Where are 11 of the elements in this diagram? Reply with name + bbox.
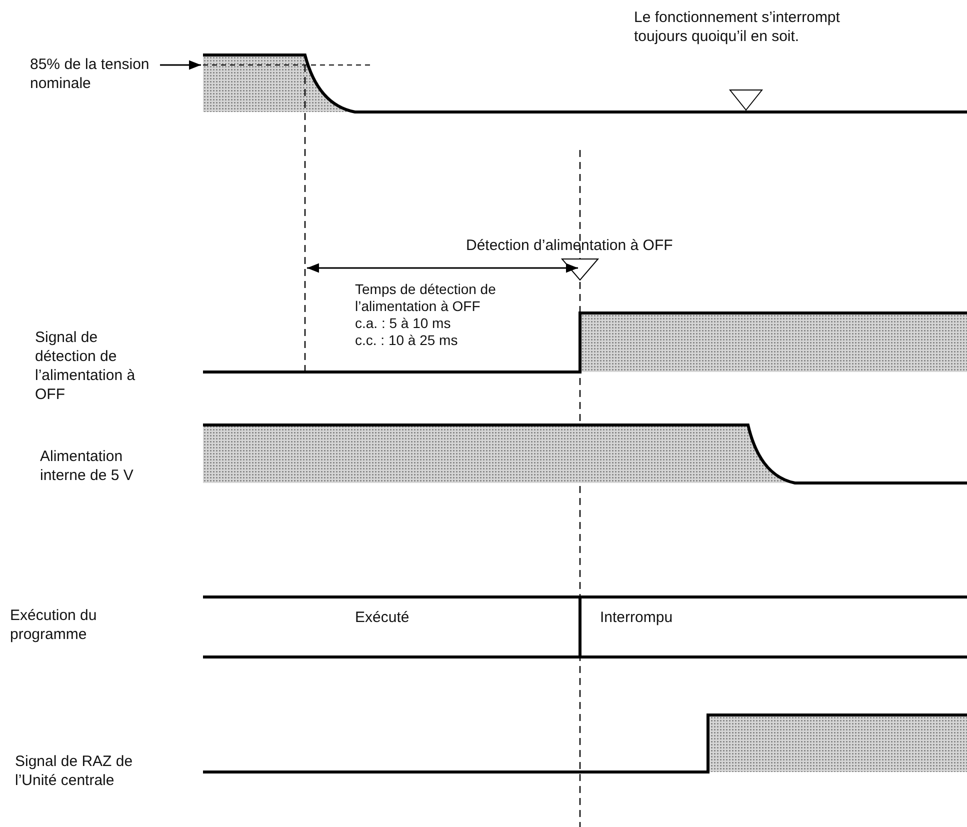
event-label: Détection d’alimentation à OFF (466, 236, 673, 255)
dimension-label: c.a. : 5 à 10 ms (355, 315, 451, 332)
state-label: Exécuté (355, 608, 410, 627)
signal-label: 85% de la tension nominale (30, 55, 150, 93)
note-text: Le fonctionnement s’interrompt toujours quoiqu’il en soit. (634, 8, 841, 46)
signal-label: Signal de RAZ de l’Unité centrale (15, 752, 134, 790)
signal-label: Signal de détection de l’alimentation à OFF (35, 328, 136, 404)
dimension-label: c.c. : 10 à 25 ms (355, 332, 458, 349)
state-label: Interrompu (600, 608, 673, 627)
signal-label: Exécution du programme (10, 606, 98, 644)
signal-label: Alimentation interne de 5 V (40, 447, 134, 485)
